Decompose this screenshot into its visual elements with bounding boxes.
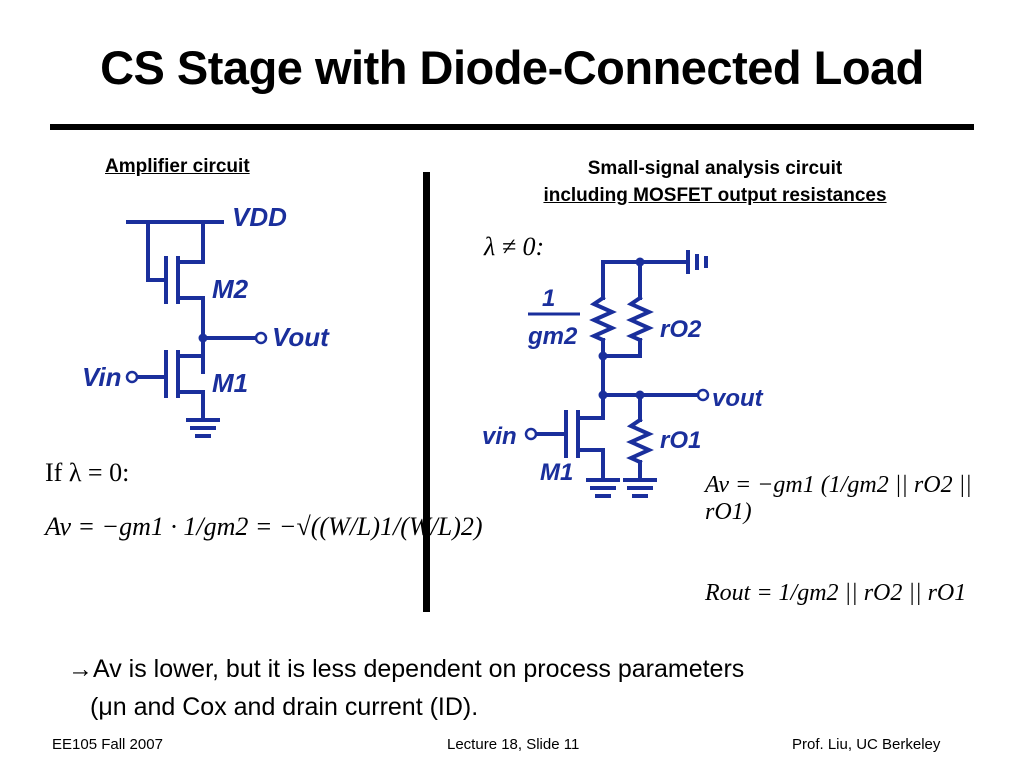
- footer-slide-number: Lecture 18, Slide 11: [447, 736, 580, 753]
- ro2-label: rO2: [660, 316, 702, 343]
- arrow-icon: →: [68, 655, 93, 683]
- vin-small-signal-label: vin: [482, 423, 517, 450]
- slide-title: CS Stage with Diode-Connected Load: [100, 41, 924, 94]
- conclusion-line1: →Av is lower, but it is less dependent o…: [68, 650, 744, 688]
- vout-small-signal-label: vout: [712, 385, 764, 412]
- conclusion-text-line1: Av is lower, but it is less dependent on…: [93, 655, 745, 683]
- small-signal-circuit-diagram: 1 gm2 rO2 vout vin rO1 M1: [482, 250, 764, 498]
- lambda-nonzero: λ ≠ 0:: [484, 232, 545, 261]
- av-equation-lambda-zero: Av = −gm1 · 1/gm2 = −√((W/L)1/(W/L)2): [45, 512, 483, 542]
- vin-label: Vin: [82, 362, 121, 392]
- vertical-divider: [423, 172, 430, 612]
- conclusion-bullet: →Av is lower, but it is less dependent o…: [68, 650, 744, 726]
- inv-gm2-numerator: 1: [542, 285, 555, 312]
- footer-course: EE105 Fall 2007: [52, 736, 163, 753]
- rout-equation: Rout = 1/gm2 || rO2 || rO1: [705, 580, 967, 606]
- av-expression: Av = −gm1 · 1/gm2 = −√((W/L)1/(W/L)2): [45, 512, 483, 541]
- conclusion-text-line2: (μn and Cox and drain current (ID).: [90, 693, 479, 721]
- vout-label: Vout: [272, 322, 330, 352]
- small-signal-label: Small-signal analysis circuit including …: [470, 155, 960, 209]
- title-underline: [50, 124, 974, 130]
- if-lambda-zero: If λ = 0:: [45, 458, 130, 487]
- inv-gm2-denominator: gm2: [527, 323, 578, 350]
- footer-author: Prof. Liu, UC Berkeley: [792, 736, 941, 753]
- amplifier-circuit-label: Amplifier circuit: [105, 156, 250, 177]
- m1-label: M1: [212, 368, 248, 398]
- vdd-label: VDD: [232, 202, 287, 232]
- amplifier-circuit-diagram: VDD M2 Vout Vin M1: [82, 202, 330, 438]
- small-signal-label-line2: including MOSFET output resistances: [543, 185, 887, 206]
- m2-label: M2: [212, 274, 249, 304]
- small-signal-label-line1: Small-signal analysis circuit: [587, 158, 843, 179]
- ro1-label: rO1: [660, 427, 701, 454]
- av-general-equation: Av = −gm1 (1/gm2 || rO2 || rO1): [705, 472, 972, 525]
- m1-small-signal-label: M1: [540, 459, 573, 486]
